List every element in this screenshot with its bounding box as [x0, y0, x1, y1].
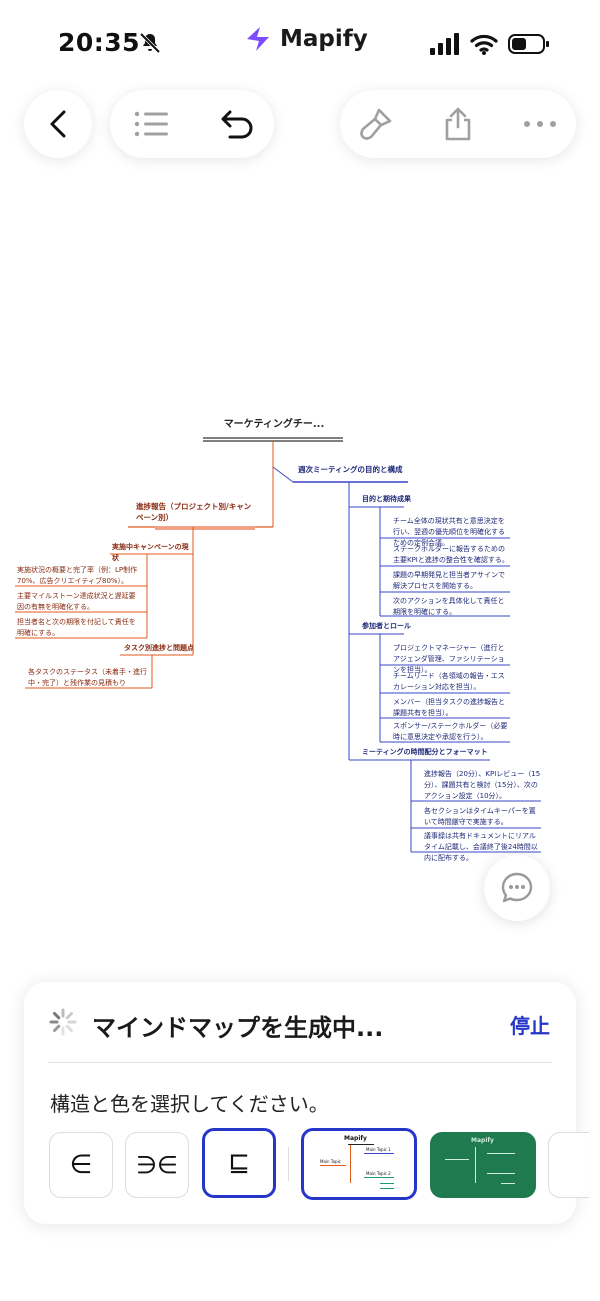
structure-balanced-icon: ∋∈ — [136, 1151, 178, 1179]
cellular-signal-icon — [430, 33, 459, 55]
generating-status: マインドマップを生成中... — [92, 1014, 384, 1042]
status-time: 20:35 — [58, 28, 141, 57]
preview-topic1: Main Topic 1 — [366, 1147, 391, 1152]
divider — [48, 1062, 552, 1063]
structure-option-tree-selected[interactable]: ⊑ — [202, 1128, 276, 1198]
chat-bubble-icon — [501, 872, 533, 903]
mindmap-node[interactable]: 課題の早期発見と担当者アサインで解決プロセスを開始する。 — [393, 571, 505, 590]
outline-button[interactable] — [124, 90, 180, 158]
share-icon — [445, 107, 471, 141]
color-theme-green[interactable]: Mapify — [430, 1132, 536, 1198]
chevron-left-icon — [50, 110, 66, 138]
mindmap-node[interactable]: 目的と期待成果 — [362, 495, 411, 503]
battery-icon — [508, 34, 549, 54]
chat-button[interactable] — [484, 855, 550, 921]
stop-button[interactable]: 停止 — [510, 1014, 550, 1038]
actions-toolbar — [340, 90, 576, 158]
mindmap-node[interactable]: 実施状況の概要と完了率（例：LP制作70%、広告クリエイティブ80%）。 — [17, 566, 138, 585]
mindmap-node[interactable]: チーム全体の現状共有と意思決定を行い、翌週の優先順位を明確化するための定例会議。 — [393, 517, 505, 547]
more-button[interactable] — [512, 90, 568, 158]
mindmap-node[interactable]: 次のアクションを具体化して責任と期限を明確にする。 — [393, 597, 505, 616]
mindmap-node[interactable]: 各セクションはタイムキーパーを置いて時間厳守で実施する。 — [424, 807, 536, 826]
mapify-logo-icon — [247, 27, 269, 51]
structure-option-right[interactable]: ∈ — [49, 1132, 113, 1198]
mindmap-connectors — [15, 437, 541, 853]
structure-right-icon: ∈ — [69, 1150, 93, 1180]
mindmap-node[interactable]: 議事録は共有ドキュメントにリアルタイム記載し、会議終了後24時間以内に配布する。 — [424, 832, 538, 862]
style-button[interactable] — [348, 90, 404, 158]
mindmap-node[interactable]: メンバー（担当タスクの進捗報告と課題共有を担当）。 — [393, 698, 505, 717]
app-brand: Mapify — [244, 22, 368, 56]
mindmap-node[interactable]: ミーティングの時間配分とフォーマット — [362, 748, 488, 756]
options-separator — [288, 1147, 289, 1181]
structure-option-balanced[interactable]: ∋∈ — [125, 1132, 189, 1198]
list-icon — [134, 111, 168, 137]
preview-title: Mapify — [344, 1135, 367, 1142]
mindmap-branch-right[interactable]: 週次ミーティングの目的と構成 — [298, 465, 403, 474]
preview-topic2: Main Topic 2 — [366, 1171, 391, 1176]
instruction-text: 構造と色を選択してください。 — [50, 1092, 329, 1116]
app-name: Mapify — [280, 26, 368, 52]
color-theme-white-selected[interactable]: Mapify Main Topic Main Topic 1 Main Topi… — [301, 1128, 417, 1200]
mindmap-node[interactable]: 進捗報告（20分）、KPIレビュー（15分）、課題共有と検討（15分）、次のアク… — [424, 770, 541, 800]
more-horizontal-icon — [524, 121, 556, 127]
bell-slash-icon — [139, 32, 161, 54]
mindmap-node[interactable]: プロジェクトマネージャー（進行とアジェンダ管理、ファシリテーションを担当）。 — [393, 644, 505, 674]
undo-icon — [221, 110, 253, 139]
mindmap-node[interactable]: 主要マイルストーン達成状況と遅延要因の有無を明確化する。 — [17, 592, 136, 611]
mindmap-node[interactable]: 実施中キャンペーンの現状 — [112, 543, 189, 562]
share-button[interactable] — [430, 90, 486, 158]
structure-tree-icon: ⊑ — [228, 1148, 250, 1178]
preview-main: Main Topic — [320, 1159, 341, 1164]
mindmap-node[interactable]: 参加者とロール — [362, 622, 411, 630]
edit-toolbar — [110, 90, 274, 158]
mindmap-node[interactable]: タスク別進捗と問題点 — [124, 644, 194, 652]
mindmap-node[interactable]: チームリード（各領域の報告・エスカレーション対応を担当）。 — [393, 672, 505, 691]
mindmap-node[interactable]: スポンサー/ステークホルダー（必要時に意思決定や承認を行う）。 — [393, 722, 508, 741]
generation-panel: マインドマップを生成中... 停止 構造と色を選択してください。 ∈ ∋∈ ⊑ … — [24, 982, 589, 1224]
back-button[interactable] — [24, 90, 92, 158]
mindmap-canvas[interactable]: マーケティングチー... 週次ミーティングの目的と構成 進捗報告（プロジェクト別… — [0, 400, 600, 870]
mindmap-node[interactable]: 各タスクのステータス（未着手・進行中・完了）と残作業の見積もり — [28, 668, 147, 687]
loading-spinner-icon — [49, 1008, 77, 1036]
paintbrush-icon — [360, 108, 392, 140]
back-button-container — [24, 90, 92, 158]
color-theme-more[interactable] — [548, 1132, 589, 1198]
mindmap-node[interactable]: 担当者名と次の期限を付記して責任を明確にする。 — [17, 618, 136, 637]
mindmap-branch-left[interactable]: 進捗報告（プロジェクト別/キャンペーン別） — [136, 502, 252, 522]
mindmap-root[interactable]: マーケティングチー... — [223, 419, 325, 430]
undo-button[interactable] — [210, 90, 266, 158]
mindmap-node[interactable]: ステークホルダーに報告するための主要KPIと進捗の整合性を確認する。 — [393, 545, 509, 564]
wifi-icon — [470, 34, 498, 55]
